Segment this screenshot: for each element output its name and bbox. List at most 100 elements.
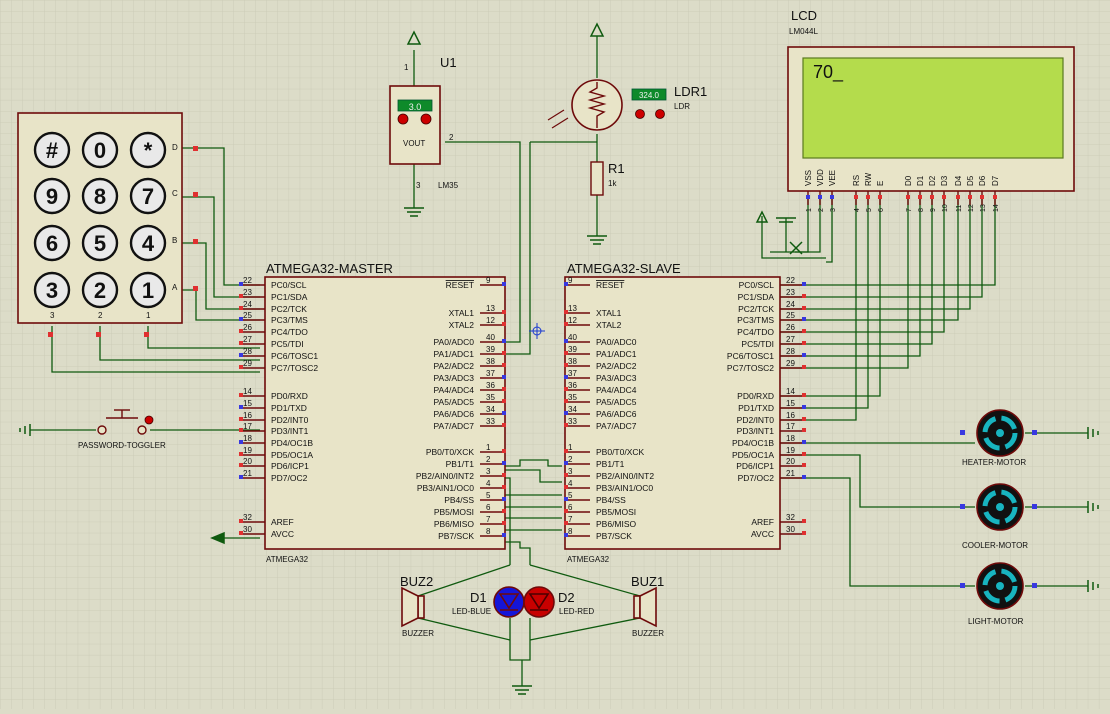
mcu-pin-number: 21 — [243, 469, 252, 478]
mcu-pin-label: PB6/MISO — [596, 519, 637, 529]
wire-lcd-e — [780, 198, 881, 397]
mcu-pin-label: PB3/AIN1/OC0 — [417, 483, 474, 493]
mcu-pin-label: PD4/OC1B — [732, 438, 774, 448]
mcu-pin-label: XTAL2 — [596, 320, 622, 330]
lcd-pin-name: D0 — [904, 175, 913, 186]
pin-marker — [96, 332, 101, 337]
pin-marker — [802, 353, 806, 357]
mcu-pin-label: PA3/ADC3 — [434, 373, 475, 383]
power-arrow-icon — [589, 22, 605, 37]
ldr-body — [571, 79, 623, 131]
keypad-key[interactable] — [129, 131, 167, 169]
keypad-key[interactable] — [129, 271, 167, 309]
keypad-key-label: 9 — [46, 184, 58, 209]
mcu-pin-label: PB6/MISO — [434, 519, 475, 529]
mcu-pin-number: 7 — [486, 515, 491, 524]
u1-ref: U1 — [440, 55, 457, 70]
pin-marker — [564, 485, 568, 489]
buz2-ref: BUZ2 — [400, 574, 433, 589]
pin-marker — [502, 533, 506, 537]
pin-marker — [564, 339, 568, 343]
mcu-pin-label: PD5/OC1A — [271, 450, 313, 460]
lcd-pin-name: RW — [864, 172, 873, 186]
mcu-pin-label: PA6/ADC6 — [596, 409, 637, 419]
keypad-key[interactable] — [81, 271, 119, 309]
lcd-pin-name: D7 — [991, 175, 1000, 186]
u1-vout-label: VOUT — [403, 139, 425, 148]
ldr-up-button[interactable] — [655, 109, 665, 119]
motors — [960, 409, 1037, 610]
lcd-pin-number: 7 — [906, 208, 913, 212]
keypad-key[interactable] — [33, 131, 71, 169]
wire-lcd-rw — [780, 198, 869, 409]
led-blue-body — [493, 586, 525, 618]
pin-marker — [502, 485, 506, 489]
mcu-pin-label: PB2/AIN0/INT2 — [596, 471, 654, 481]
pin-marker — [802, 452, 806, 456]
keypad-key[interactable] — [33, 224, 71, 262]
mcu-pin-number: 12 — [486, 316, 495, 325]
mcu-pin-number: 8 — [486, 527, 491, 536]
mcu-pin-number: 24 — [786, 300, 795, 309]
mcu-pin-label: PC7/TOSC2 — [727, 363, 774, 373]
pin-marker — [564, 461, 568, 465]
mcu-pin-number: 32 — [786, 513, 795, 522]
pin-marker — [239, 405, 243, 409]
mcu-pin-label: PD2/INT0 — [737, 415, 775, 425]
pin-marker — [239, 417, 243, 421]
pin-marker — [239, 393, 243, 397]
keypad-key[interactable] — [33, 271, 71, 309]
keypad-key[interactable] — [129, 177, 167, 215]
mcu-pin-label: PA5/ADC5 — [596, 397, 637, 407]
pin-marker — [564, 282, 568, 286]
labels: LCD LM044L 70_ U1 LM35 3.0 VOUT 1 2 3 LD… — [78, 8, 1028, 638]
mcu-pin-number: 17 — [786, 422, 795, 431]
mcu-pin-number: 33 — [568, 417, 577, 426]
pin-marker — [878, 195, 882, 199]
pin-marker — [564, 375, 568, 379]
lcd-pin-name: D6 — [978, 175, 987, 186]
lcd-display-text: 70_ — [813, 62, 844, 83]
mcu-pin-label: PA3/ADC3 — [596, 373, 637, 383]
keypad-key[interactable] — [33, 177, 71, 215]
motor-rotor-icon — [982, 489, 1018, 525]
ldr-down-button[interactable] — [635, 109, 645, 119]
led-red-body — [523, 586, 555, 618]
ground-icon — [1087, 501, 1099, 513]
wire-lcd-d5 — [780, 198, 971, 310]
mcu-pin-label: XTAL1 — [449, 308, 475, 318]
pin-marker — [1032, 504, 1037, 509]
mcu-pin-label: PC4/TDO — [271, 327, 308, 337]
keypad-key-label: 4 — [142, 231, 155, 256]
lcd-pin-name: D3 — [940, 175, 949, 186]
lm35-up-button[interactable] — [420, 113, 432, 125]
keypad-key[interactable] — [129, 224, 167, 262]
r1-value: 1k — [608, 179, 617, 188]
password-toggler-switch[interactable] — [97, 409, 147, 435]
wire-keypad-a — [182, 289, 260, 321]
mcu-pin-number: 18 — [243, 434, 252, 443]
mcu-pin-label: PD1/TXD — [271, 403, 307, 413]
toggler-state-button[interactable] — [144, 415, 154, 425]
keypad-key[interactable] — [81, 224, 119, 262]
pin-marker — [564, 497, 568, 501]
pin-marker — [802, 393, 806, 397]
pin-marker — [239, 452, 243, 456]
mcu-pin-label: RESET — [446, 280, 474, 290]
keypad-key[interactable] — [81, 177, 119, 215]
keypad-key-label: 5 — [94, 231, 106, 256]
d2-type: LED-RED — [559, 607, 594, 616]
pin-marker — [918, 195, 922, 199]
mcu-pin-number: 32 — [243, 513, 252, 522]
mcu-pin-number: 16 — [786, 411, 795, 420]
mcu-pin-number: 35 — [568, 393, 577, 402]
wire-lcd-vee — [826, 198, 833, 263]
pin-marker — [930, 195, 934, 199]
light-motor-label: LIGHT-MOTOR — [968, 617, 1024, 626]
lm35-down-button[interactable] — [397, 113, 409, 125]
master-part: ATMEGA32 — [266, 555, 309, 564]
keypad-key[interactable] — [81, 131, 119, 169]
mcu-pin-label: PC1/SDA — [738, 292, 775, 302]
mcu-pin-label: PB2/AIN0/INT2 — [416, 471, 474, 481]
